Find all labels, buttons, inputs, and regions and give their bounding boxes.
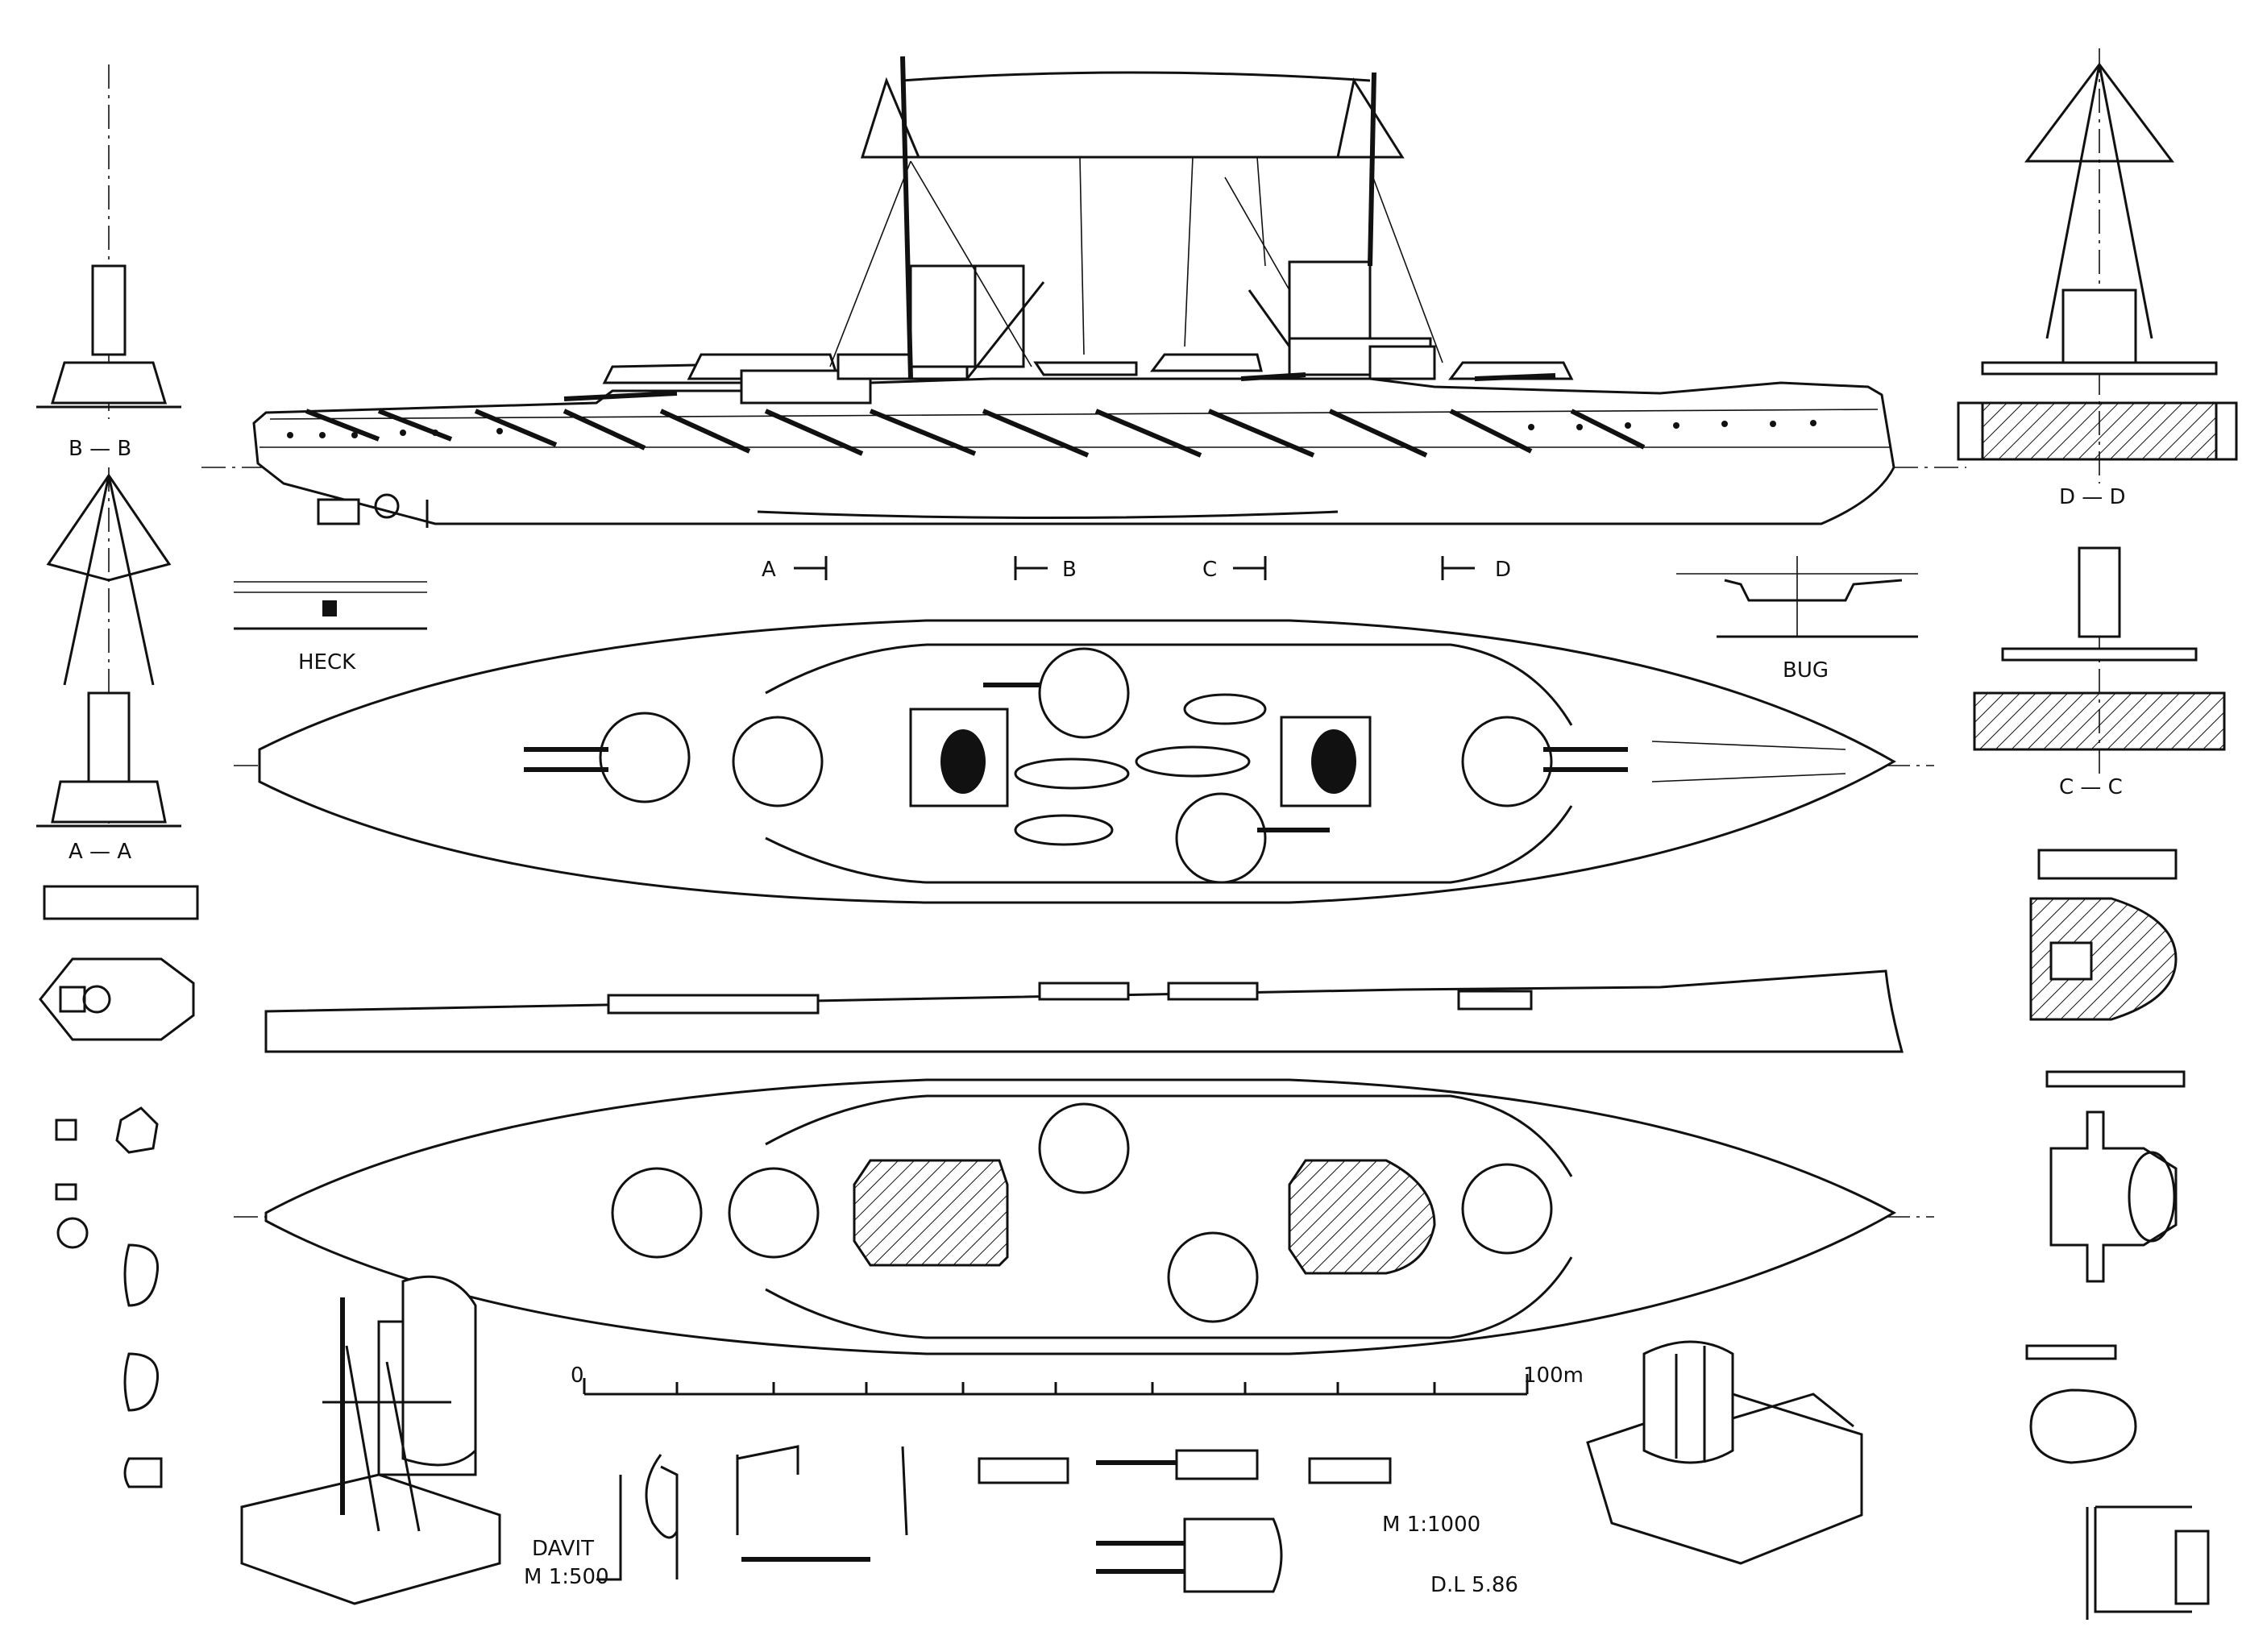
section-bb: B — B	[36, 64, 181, 461]
bow-detail: BUG	[1676, 556, 1918, 683]
davit-title: DAVIT	[532, 1537, 594, 1561]
scale-bar: 0 100m	[571, 1364, 1584, 1396]
section-dd: D — D	[1957, 48, 2238, 509]
deck-turrets	[524, 647, 1628, 884]
section-bb-label: B — B	[69, 437, 131, 461]
portholes	[287, 420, 1816, 438]
cut-a-label: A	[762, 558, 776, 582]
fore-superstructure-isometric	[1586, 1340, 1863, 1565]
scale-end-label: 100m	[1523, 1364, 1584, 1388]
main-mast	[900, 56, 913, 380]
torpedo-net-booms	[305, 409, 1646, 458]
stern-detail: HECK	[234, 581, 427, 674]
davit-scale: M 1:500	[524, 1565, 609, 1589]
aft-barbette-hatched	[853, 1159, 1009, 1267]
fore-mast	[1368, 72, 1376, 267]
deck-plan-view	[234, 619, 1934, 904]
davit-detail: DAVIT M 1:500	[524, 1454, 679, 1589]
fore-barbette-hatched	[1288, 1159, 1436, 1275]
section-aa: A — A	[36, 467, 181, 864]
gun-details: M 1:1000 D.L 5.86	[978, 1449, 1518, 1597]
aft-funnel	[909, 264, 977, 368]
bow-label: BUG	[1783, 658, 1829, 683]
signature-label: D.L 5.86	[1430, 1573, 1518, 1597]
section-dd-label: D — D	[2059, 485, 2126, 509]
right-detail-column	[2025, 849, 2210, 1620]
scale-zero-label: 0	[571, 1364, 584, 1388]
cut-b-label: B	[1062, 558, 1077, 582]
aft-superstructure-isometric	[240, 1275, 501, 1605]
stern-label: HECK	[298, 650, 356, 674]
section-cc-label: C — C	[2059, 775, 2123, 799]
section-aa-label: A — A	[69, 840, 131, 864]
armor-deck-plan	[234, 1078, 1934, 1355]
section-cc: C — C	[1973, 546, 2226, 799]
section-cut-markers: A B C D	[762, 556, 1511, 582]
cut-c-label: C	[1202, 558, 1217, 582]
crane-detail	[736, 1445, 908, 1562]
main-scale-label: M 1:1000	[1382, 1513, 1480, 1537]
hull-outline-view	[264, 969, 1904, 1053]
left-detail-column	[39, 885, 199, 1488]
side-profile-view	[201, 56, 1966, 528]
cut-d-label: D	[1495, 558, 1511, 582]
wing-turret-profile	[1150, 353, 1263, 372]
